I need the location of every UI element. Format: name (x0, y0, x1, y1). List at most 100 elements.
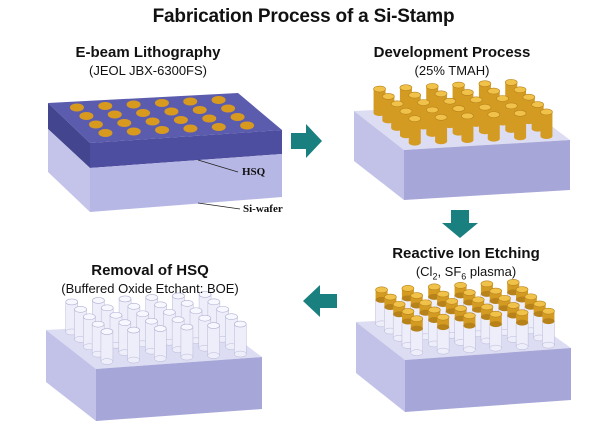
pillar-base (542, 341, 555, 349)
pillar-cap-side (461, 115, 474, 140)
pillar-silicon (436, 326, 450, 352)
resist-dot (211, 123, 226, 131)
pillar-cap-top (452, 105, 465, 112)
pillar-cap-side (533, 303, 546, 314)
si-wafer-label: Si-wafer (243, 203, 283, 215)
pillar-cap-base (435, 138, 448, 145)
pillar-cap-top (401, 285, 415, 292)
pillar-cap-top (524, 293, 538, 301)
resist-dot (155, 126, 170, 134)
pillar-cap-top (504, 79, 518, 86)
pillar-cap-top (408, 115, 422, 122)
resist-dot (173, 116, 188, 124)
pillar-cap-side (507, 282, 520, 293)
resist-dot (183, 124, 198, 133)
pillar-cap-side (437, 317, 450, 328)
pillar-cap-top (540, 108, 553, 116)
pillar-top (180, 300, 194, 307)
resist-dot (117, 119, 132, 127)
pillar-cap-bottom (516, 319, 529, 326)
pillar-cap-top (419, 299, 432, 307)
pillar-top (225, 313, 238, 320)
pillar-top (172, 292, 185, 300)
pillar-cap-base (408, 139, 421, 146)
pillar-cap-top (480, 280, 494, 288)
pillar-cap-base (540, 132, 553, 139)
pillar-cap-side (428, 309, 441, 320)
resist-dot (98, 102, 113, 110)
pillar-cap-top (542, 307, 555, 315)
pillar-cap-top (452, 81, 465, 89)
pillar-cap-top (373, 85, 386, 93)
pillar-cap-top (399, 84, 413, 91)
pillar-silicon (100, 331, 114, 362)
pillar-silicon (515, 322, 529, 347)
pillar-top (100, 328, 114, 335)
resist-dot (230, 113, 245, 121)
pillar-cap-top (533, 300, 546, 308)
pillar-cap-side (480, 283, 493, 294)
pillar-top (145, 294, 159, 301)
pillar-cap-side (408, 118, 421, 143)
pillar-cap-top (461, 112, 474, 120)
pillar-cap-top (478, 103, 492, 111)
step3-illustration (356, 279, 571, 412)
pillar-base (489, 344, 503, 352)
step1-illustration (48, 93, 282, 212)
pillar-top (216, 305, 229, 313)
pillar-base (463, 346, 476, 353)
pillar-cap-side (401, 311, 414, 322)
resist-dot (69, 103, 84, 112)
pillar-top (198, 291, 212, 298)
pillar-top (233, 320, 247, 328)
pillar-cap-top (471, 296, 485, 304)
pillar-cap-top (461, 89, 474, 96)
pillar-top (92, 297, 105, 304)
pillar-top (91, 320, 105, 328)
step2-subtitle: (25% TMAH) (414, 63, 490, 78)
pillar-base (100, 358, 114, 365)
pillar-cap-top (513, 86, 527, 94)
pillar-silicon (154, 328, 167, 359)
step4-title: Removal of HSQ (91, 262, 209, 279)
pillar-cap-top (463, 312, 476, 319)
resist-dot (192, 106, 207, 114)
pillar-cap-side (437, 294, 450, 305)
pillar-cap-top (382, 93, 395, 100)
resist-dot (211, 96, 226, 104)
pillar-base (234, 350, 247, 358)
pillar-top (74, 306, 87, 313)
resist-dot (98, 129, 113, 137)
step2-wafer-front (404, 140, 570, 200)
pillar-cap-bottom (542, 318, 555, 325)
pillar-cap-side (489, 291, 502, 302)
pillar-cap-top (469, 96, 483, 104)
hsq-leader-line (197, 159, 239, 173)
pillar-cap-base (514, 134, 527, 141)
pillar-cap-bottom (463, 322, 476, 329)
pillar-cap-side (472, 299, 485, 310)
step1-hsq-front (48, 103, 90, 168)
pillar-silicon (207, 325, 220, 356)
pillar-cap-top (434, 90, 448, 98)
pillar-cap-base (487, 135, 500, 142)
pillar-cap-top (487, 111, 501, 118)
pillar-cap-side (393, 304, 406, 315)
pillar-base (127, 356, 140, 364)
pillar-top (153, 325, 167, 332)
pillar-base (154, 355, 167, 362)
step4-wafer-front (96, 357, 262, 421)
pillar-cap-side (454, 285, 467, 296)
step2-wafer-left (354, 111, 404, 200)
pillar-cap-top (399, 107, 413, 115)
step1-wafer-front (90, 154, 282, 212)
pillar-cap-top (375, 286, 388, 294)
pillar-top (83, 313, 96, 321)
step4-wafer-left (46, 330, 96, 421)
step1-title: E-beam Lithography (75, 44, 221, 61)
pillar-cap-top (506, 302, 520, 309)
pillar-top (127, 326, 140, 334)
pillar-silicon (127, 329, 140, 361)
si-wafer-leader-line (197, 202, 241, 210)
